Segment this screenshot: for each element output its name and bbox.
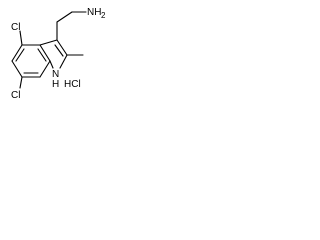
bond-c4-cl: [19, 30, 23, 46]
hcl-salt-label: HCl: [64, 79, 81, 90]
bond-n1-c7a: [49, 60, 54, 69]
bond-c4-c5: [11, 44, 23, 62]
double-bond-c4-c5: [15, 48, 25, 62]
double-bond-c3-c2: [54, 44, 64, 57]
ring-n-label: N: [52, 69, 59, 80]
benzene-ring: [11, 44, 51, 78]
substituent-bonds: [19, 11, 87, 89]
bond-c5-c6: [11, 60, 23, 78]
bond-c3a-c3: [39, 39, 58, 46]
chloro-top-label: Cl: [11, 22, 20, 33]
bond-c7-c7a: [39, 60, 51, 78]
double-bond-c7a-c3a: [37, 48, 47, 62]
bond-c3-c2: [56, 39, 68, 56]
bond-ch2a-ch2b: [56, 11, 73, 23]
bond-c7a-c3a: [39, 44, 51, 62]
bond-c7-cl: [19, 76, 23, 89]
amine-label: NH: [87, 7, 101, 18]
chemical-structure-diagram: NH 2 Cl Cl N H HCl: [11, 7, 106, 101]
pyrrole-ring: [39, 39, 68, 69]
chloro-bottom-label: Cl: [11, 90, 20, 101]
amine-subscript: 2: [101, 11, 106, 20]
bond-c2-n1: [59, 54, 68, 69]
ring-h-label: H: [52, 79, 59, 90]
